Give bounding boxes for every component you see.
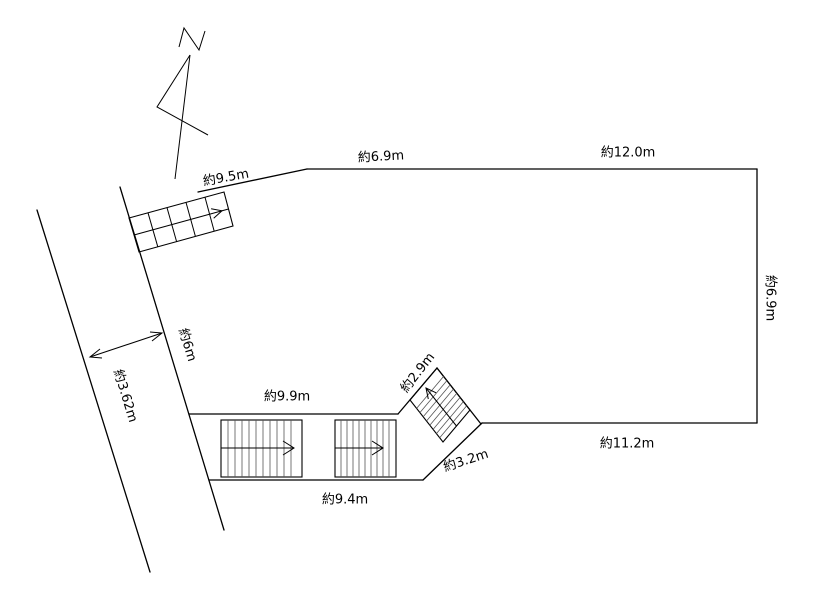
stairs-icon <box>409 367 471 443</box>
north-arrow-shaft <box>174 54 191 180</box>
dim-bottom-right-edge: 約11.2m <box>600 437 655 452</box>
lot-outline <box>188 168 758 481</box>
road-boundary-line <box>119 186 225 531</box>
dim-road-width: 約3.62m <box>110 368 140 425</box>
stairs-icon <box>220 419 303 478</box>
north-arrow-head <box>156 54 209 136</box>
north-arrow-icon <box>156 26 209 180</box>
edge-bottom-diagonal <box>422 422 483 481</box>
dim-top-edge-left: 約6.9m <box>357 148 404 165</box>
dim-bottom-diagonal: 約3.2m <box>442 447 491 476</box>
north-letter-icon <box>178 26 206 52</box>
double-arrow-icon <box>88 331 164 359</box>
stairs-icon <box>128 191 234 253</box>
dim-frontage: 約6m <box>175 327 199 364</box>
dim-right-edge: 約6.9m <box>763 275 778 321</box>
dim-top-edge-right: 約12.0m <box>601 146 656 161</box>
dim-lower-inner-edge: 約9.9m <box>264 390 310 405</box>
dim-bottom-edge: 約9.4m <box>322 493 368 508</box>
stairs-icon <box>334 419 397 478</box>
road-outer-line <box>36 209 151 573</box>
edge-upper-left <box>197 168 308 193</box>
